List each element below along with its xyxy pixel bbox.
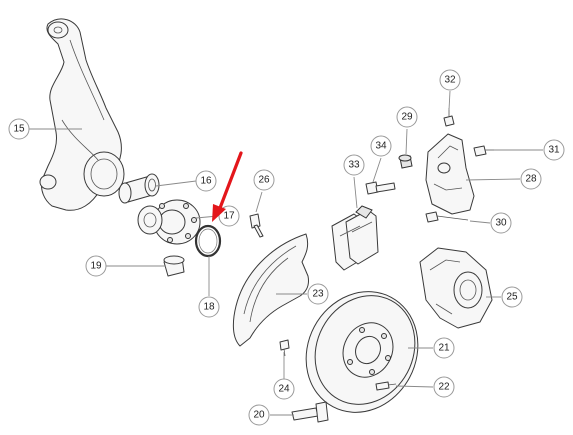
svg-text:19: 19 <box>90 261 102 272</box>
callout-18: 18 <box>198 296 220 318</box>
bushing <box>163 255 185 277</box>
svg-text:20: 20 <box>253 410 265 421</box>
brake-disc <box>305 291 419 413</box>
snap-ring <box>194 224 222 258</box>
svg-text:23: 23 <box>312 289 324 300</box>
highlight-arrow <box>212 151 243 222</box>
svg-text:33: 33 <box>348 160 360 171</box>
callout-19: 19 <box>85 255 107 277</box>
svg-text:26: 26 <box>258 175 270 186</box>
callout-23: 23 <box>307 283 329 305</box>
callout-26: 26 <box>253 169 275 191</box>
svg-text:34: 34 <box>375 141 387 152</box>
svg-text:31: 31 <box>548 145 560 156</box>
svg-text:17: 17 <box>223 211 235 222</box>
brake-pads <box>331 205 379 271</box>
dust-shield <box>232 233 309 347</box>
callout-25: 25 <box>501 286 523 308</box>
svg-text:24: 24 <box>278 384 290 395</box>
callout-20: 20 <box>248 404 270 426</box>
bracket-bolt <box>425 211 469 223</box>
svg-text:18: 18 <box>203 302 215 313</box>
callout-32: 32 <box>439 69 461 91</box>
callout-28: 28 <box>520 168 542 190</box>
svg-text:25: 25 <box>506 292 518 303</box>
caliper-bolt-upper <box>473 145 494 157</box>
hub-bolt <box>249 213 264 238</box>
brake-caliper <box>419 247 493 329</box>
callout-21: 21 <box>433 337 455 359</box>
callout-31: 31 <box>543 139 565 161</box>
wheel-bearing <box>118 173 160 204</box>
wheel-hub <box>137 199 201 245</box>
callout-33: 33 <box>343 154 365 176</box>
svg-text:28: 28 <box>525 174 537 185</box>
svg-text:32: 32 <box>444 75 456 86</box>
svg-text:22: 22 <box>438 382 450 393</box>
callout-17: 17 <box>218 205 240 227</box>
bleeder-screw <box>443 108 455 127</box>
callout-24: 24 <box>273 378 295 400</box>
svg-text:15: 15 <box>13 124 25 135</box>
callout-15: 15 <box>8 118 30 140</box>
leader-lines <box>28 90 543 416</box>
shield-screw <box>279 339 290 357</box>
disc-screw <box>375 381 397 391</box>
rubber-cap <box>398 154 413 169</box>
callout-29: 29 <box>396 106 418 128</box>
steering-knuckle <box>39 18 125 211</box>
svg-text:16: 16 <box>200 176 212 187</box>
callout-16: 16 <box>195 170 217 192</box>
callout-30: 30 <box>490 212 512 234</box>
caliper-bracket <box>425 133 475 215</box>
svg-text:21: 21 <box>438 343 450 354</box>
wheel-stud <box>291 401 329 423</box>
svg-text:29: 29 <box>401 112 413 123</box>
callout-22: 22 <box>433 376 455 398</box>
svg-text:30: 30 <box>495 218 507 229</box>
callout-34: 34 <box>370 135 392 157</box>
guide-bolt <box>365 181 396 195</box>
